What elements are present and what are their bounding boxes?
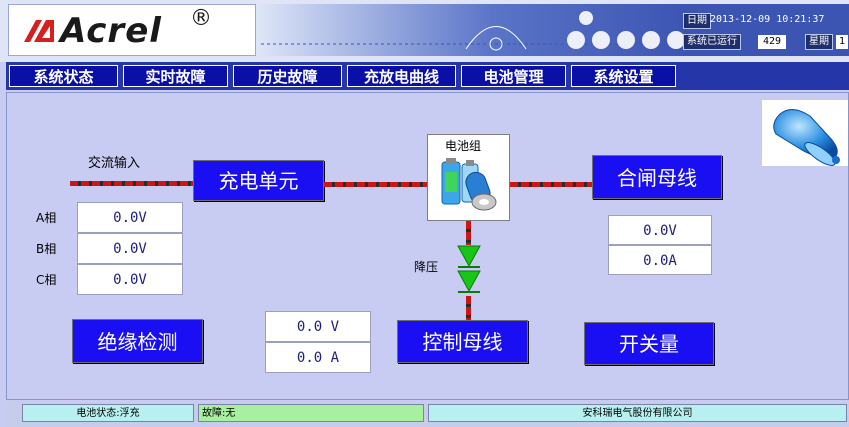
company-name: 安科瑞电气股份有限公司: [428, 404, 847, 422]
ac-input-label: 交流输入: [88, 156, 141, 171]
control-bus-current: 0.0 A: [265, 342, 371, 373]
logo-area: [8, 4, 256, 56]
closing-bus-button[interactable]: 合闸母线: [592, 155, 722, 199]
charge-to-battery-wire: [324, 182, 427, 187]
date-label: 日期: [683, 13, 711, 29]
phase-c-label: C相: [36, 273, 57, 287]
closing-bus-current: 0.0A: [608, 245, 712, 275]
phase-b-label: B相: [36, 242, 57, 256]
control-bus-voltage: 0.0 V: [265, 311, 371, 342]
header-decoration: [256, 4, 686, 56]
tab-system-settings[interactable]: 系统设置: [571, 65, 676, 87]
logo-registered-mark: ®: [190, 6, 212, 31]
step-down-label: 降压: [414, 260, 439, 274]
phase-c-value: 0.0V: [77, 264, 183, 295]
ac-input-wire: [70, 181, 193, 186]
runtime-value: 429: [758, 35, 787, 49]
weekday-value: 1: [836, 35, 849, 49]
phase-a-value: 0.0V: [77, 202, 183, 233]
step-down-diode-icon: [457, 245, 481, 293]
tab-battery-management[interactable]: 电池管理: [461, 65, 566, 87]
phase-b-value: 0.0V: [77, 233, 183, 264]
closing-bus-voltage: 0.0V: [608, 215, 712, 245]
tab-history-fault[interactable]: 历史故障: [233, 65, 342, 87]
battery-state-status: 电池状态:浮充: [22, 404, 194, 422]
phase-a-label: A相: [36, 211, 57, 225]
tab-system-status[interactable]: 系统状态: [9, 65, 118, 87]
switch-quantity-button[interactable]: 开关量: [584, 322, 714, 365]
tab-realtime-fault[interactable]: 实时故障: [123, 65, 228, 87]
battery-icon: [441, 158, 497, 211]
control-bus-button[interactable]: 控制母线: [397, 320, 528, 363]
tab-charge-curve[interactable]: 充放电曲线: [347, 65, 456, 87]
acrel-logo-icon: [24, 20, 54, 42]
date-value: 2013-12-09 10:21:37: [710, 14, 825, 25]
alarm-bell-icon[interactable]: [762, 100, 848, 166]
weekday-label: 星期: [805, 34, 833, 50]
insulation-detection-button[interactable]: 绝缘检测: [72, 319, 203, 363]
logo-text: Acrel: [60, 11, 162, 51]
stepdown-to-control-wire: [466, 296, 471, 320]
runtime-label: 系统已运行: [683, 34, 741, 50]
fault-status: 故障:无: [198, 404, 424, 422]
charge-unit-button[interactable]: 充电单元: [193, 160, 324, 201]
battery-to-stepdown-wire: [466, 221, 471, 245]
battery-to-bus-wire: [510, 182, 592, 187]
battery-group-label: 电池组: [445, 139, 482, 153]
